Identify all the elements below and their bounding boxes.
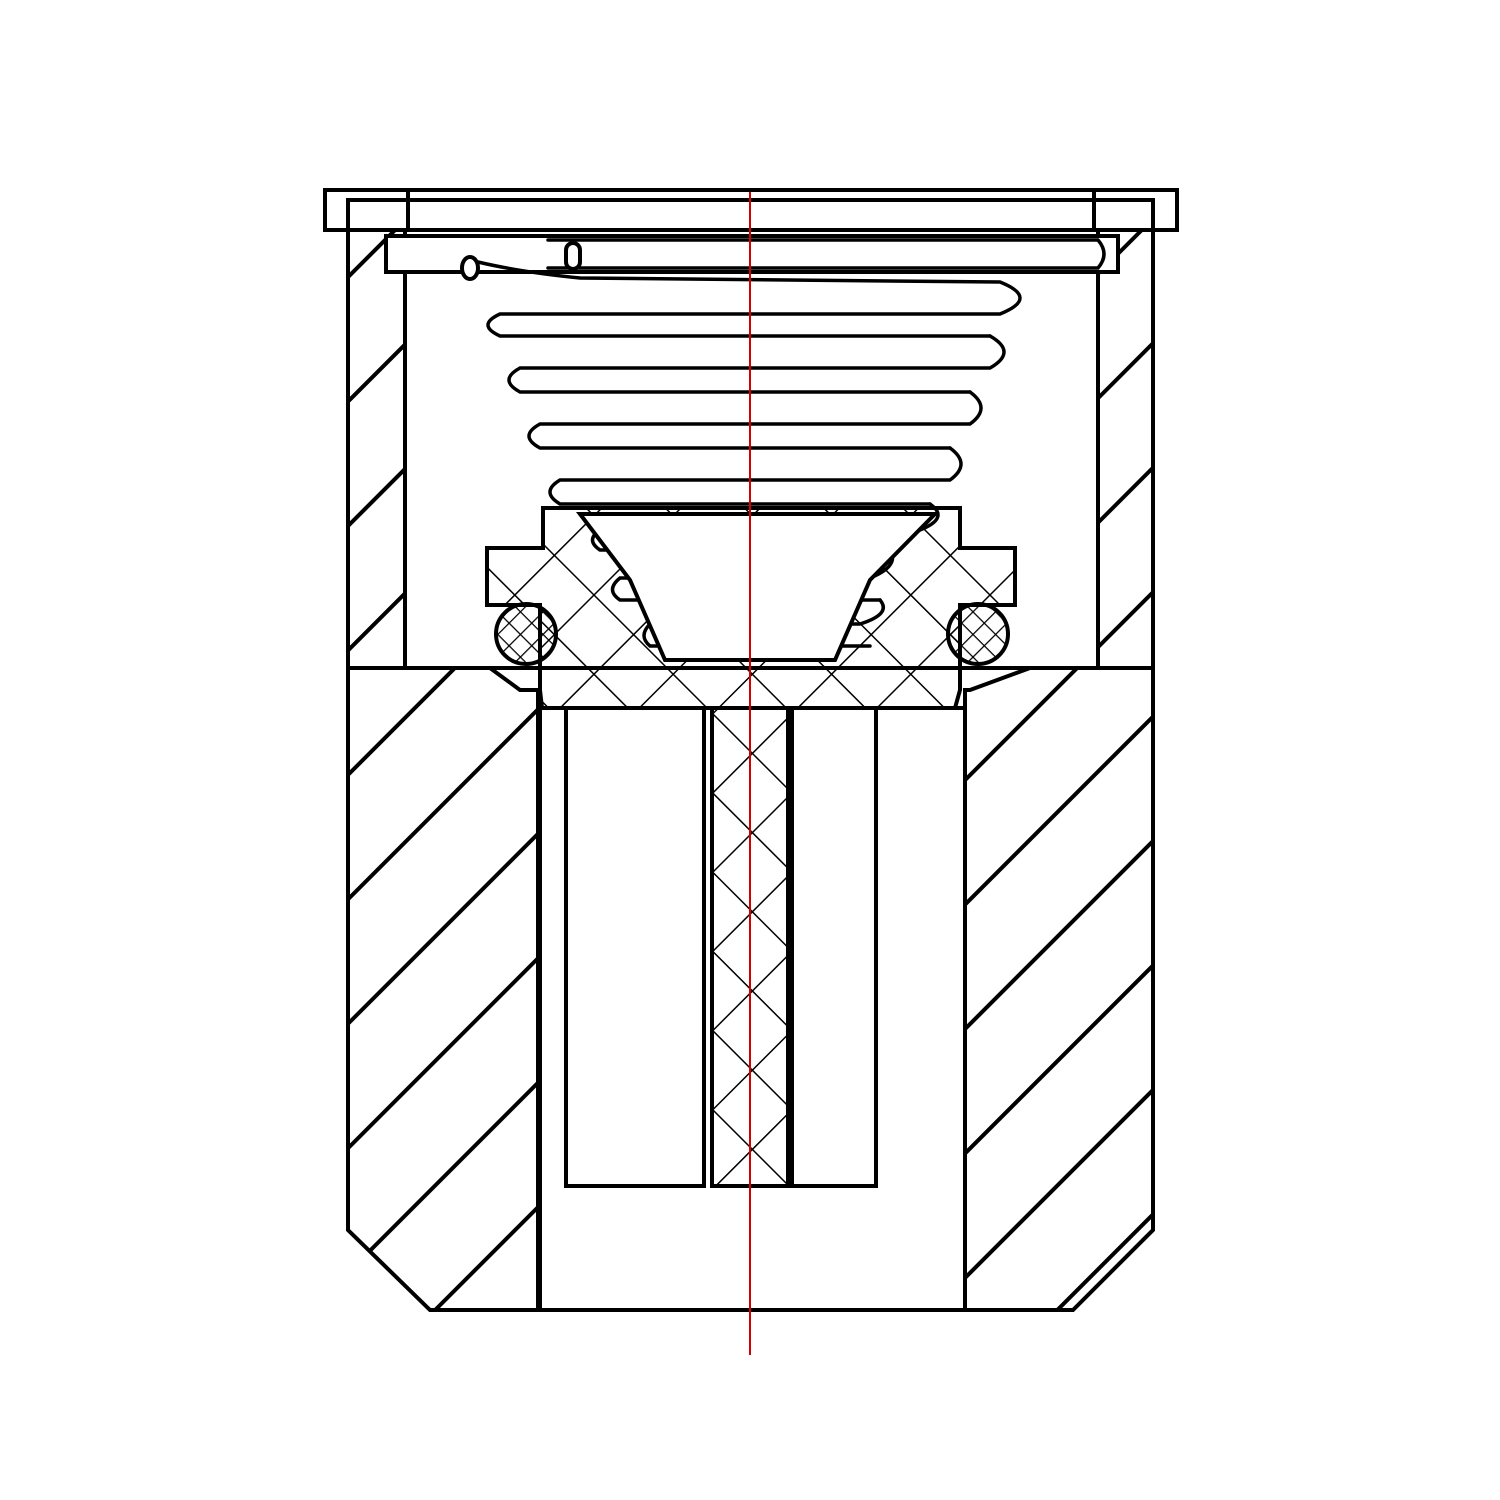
spring-coil-3: [527, 390, 983, 450]
spring-coil-1: [476, 260, 1022, 338]
o-ring-left: [494, 602, 558, 666]
spring-coil-end-top: [564, 241, 582, 271]
housing-left-wall-upper: [346, 228, 407, 670]
u-insert-left-slot: [564, 706, 706, 1188]
housing-left-lower: [346, 666, 540, 1312]
retaining-ring-hook: [546, 238, 1106, 270]
seal-cone-cavity: [575, 512, 940, 662]
spring-coil-end-left: [460, 255, 480, 281]
o-ring-right: [946, 602, 1010, 666]
u-insert-right-slot: [790, 706, 878, 1188]
retaining-ring-plate: [384, 234, 1120, 274]
retaining-ring: [384, 234, 1120, 274]
housing-right-lower: [963, 666, 1155, 1312]
spring-coil-4: [548, 446, 963, 506]
spring-coil-2: [507, 334, 1006, 394]
top-cap-flange: [323, 188, 1179, 232]
o-rings: [494, 602, 1010, 666]
housing-right-wall-upper: [1096, 228, 1155, 670]
